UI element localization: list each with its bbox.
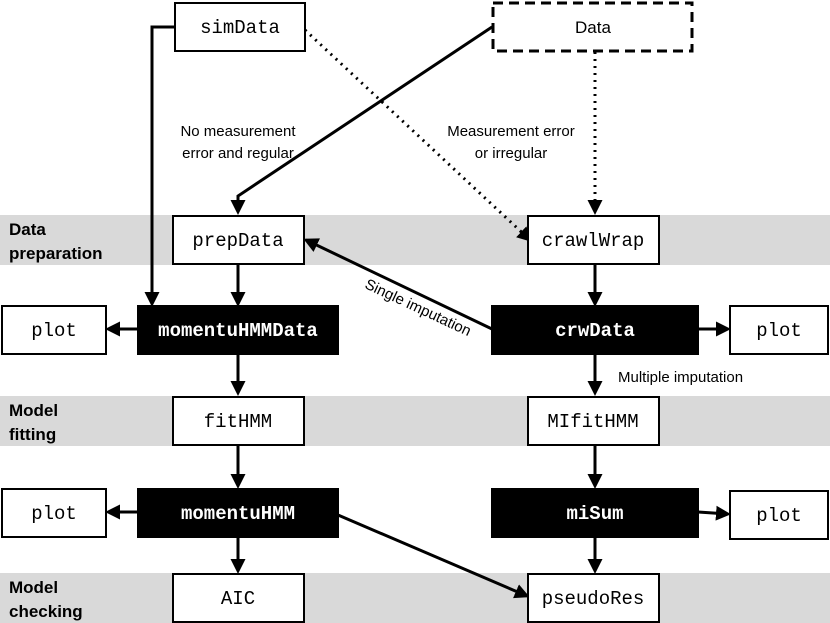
- edge-simdata-to-momentuhmmdata: [144, 25, 175, 307]
- node-aic-label: AIC: [221, 588, 255, 610]
- node-fithmm: fitHMM: [172, 396, 305, 446]
- node-fithmm-label: fitHMM: [204, 411, 272, 433]
- node-crawlwrap: crawlWrap: [527, 215, 660, 265]
- node-misum: miSum: [491, 488, 699, 538]
- node-momentuhmm-label: momentuHMM: [181, 503, 295, 525]
- node-momentuhmmdata-label: momentuHMMData: [158, 320, 318, 342]
- node-misum-label: miSum: [566, 503, 623, 525]
- node-plot-right-2-label: plot: [756, 505, 802, 527]
- node-crawlwrap-label: crawlWrap: [542, 230, 645, 252]
- edge-misum-to-plot: [697, 505, 731, 521]
- node-data-label: Data: [575, 18, 611, 37]
- node-prepdata: prepData: [172, 215, 305, 265]
- edge-momentuhmm-to-pseudores: [337, 513, 530, 599]
- node-mifithmm: MIfitHMM: [527, 396, 660, 446]
- node-plot-left-1-label: plot: [31, 320, 77, 342]
- node-plot-left-2: plot: [1, 488, 107, 538]
- node-simdata-label: simData: [200, 17, 280, 39]
- annotation-measurement-error-2: or irregular: [475, 145, 548, 162]
- node-plot-right-1: plot: [729, 305, 829, 355]
- annotation-no-measurement-error-1: No measurement: [180, 123, 296, 140]
- band-label-data-preparation-2: preparation: [9, 244, 103, 263]
- band-label-model-fitting-1: Model: [9, 401, 58, 420]
- node-simdata: simData: [174, 2, 306, 52]
- band-label-model-checking-1: Model: [9, 578, 58, 597]
- band-model-fitting: [0, 396, 830, 446]
- annotation-no-measurement-error-2: error and regular: [182, 145, 294, 162]
- node-plot-left-2-label: plot: [31, 503, 77, 525]
- node-momentuhmm: momentuHMM: [137, 488, 339, 538]
- node-momentuhmmdata: momentuHMMData: [137, 305, 339, 355]
- node-aic: AIC: [172, 573, 305, 623]
- annotation-multiple-imputation: Multiple imputation: [618, 369, 743, 386]
- edge-crwdata-to-prepdata: [303, 238, 493, 331]
- edge-data-to-prepdata: [230, 25, 493, 215]
- node-crwdata-label: crwData: [555, 320, 635, 342]
- annotation-single-imputation: Single imputation: [362, 276, 473, 340]
- band-label-data-preparation-1: Data: [9, 220, 46, 239]
- band-model-checking: [0, 573, 830, 623]
- node-prepdata-label: prepData: [192, 230, 283, 252]
- node-pseudores-label: pseudoRes: [542, 588, 645, 610]
- band-label-model-fitting-2: fitting: [9, 425, 56, 444]
- annotation-measurement-error-1: Measurement error: [447, 123, 575, 140]
- node-plot-right-2: plot: [729, 490, 829, 540]
- node-mifithmm-label: MIfitHMM: [547, 411, 638, 433]
- band-label-model-checking-2: checking: [9, 602, 83, 621]
- node-pseudores: pseudoRes: [527, 573, 660, 623]
- node-crwdata: crwData: [491, 305, 699, 355]
- node-plot-left-1: plot: [1, 305, 107, 355]
- band-data-preparation: [0, 215, 830, 265]
- node-data: Data: [491, 1, 694, 53]
- node-plot-right-1-label: plot: [756, 320, 802, 342]
